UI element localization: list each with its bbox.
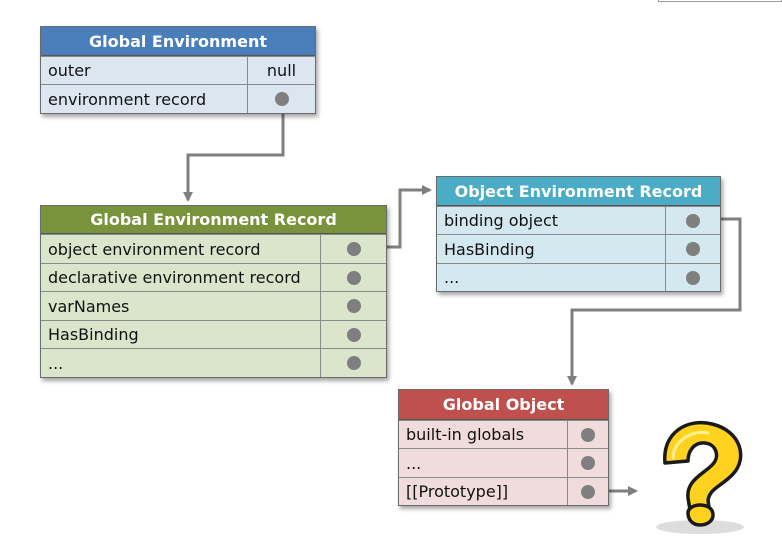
row-label: ... — [444, 268, 460, 287]
pointer-cell — [320, 264, 386, 291]
row-label: built-in globals — [406, 425, 525, 444]
row-label: HasBinding — [444, 239, 535, 259]
row-label: object environment record — [48, 239, 261, 259]
pointer-cell — [567, 449, 608, 477]
row-label: declarative environment record — [48, 268, 301, 287]
global-environment-record-table: Global Environment Record object environ… — [40, 205, 387, 378]
table-row: ... — [437, 263, 720, 291]
global-environment-table: Global Environment outer null environmen… — [40, 26, 316, 114]
row-label: HasBinding — [48, 325, 139, 344]
pointer-cell — [320, 321, 386, 348]
table-row: object environment record — [41, 234, 386, 263]
pointer-cell — [665, 207, 720, 234]
pointer-cell — [665, 235, 720, 263]
pointer-dot-icon — [581, 484, 595, 499]
row-label: ... — [406, 453, 422, 473]
connector-binding-to-global-object — [567, 217, 742, 386]
row-label: binding object — [444, 211, 559, 230]
pointer-cell — [567, 478, 608, 505]
table-row: environment record — [41, 84, 315, 113]
row-value: null — [247, 57, 315, 84]
table-row: HasBinding — [41, 320, 386, 348]
global-environment-record-title: Global Environment Record — [41, 206, 386, 234]
pointer-dot-icon — [686, 242, 700, 256]
pointer-dot-icon — [686, 213, 700, 228]
global-object-table: Global Object built-in globals ... [[Pro… — [398, 389, 609, 506]
row-label: outer — [48, 61, 91, 80]
pointer-dot-icon — [581, 456, 595, 470]
global-object-title: Global Object — [399, 390, 608, 420]
question-mark-icon — [656, 421, 744, 534]
pointer-dot-icon — [346, 270, 361, 285]
row-label: varNames — [48, 296, 130, 316]
table-row: built-in globals — [399, 420, 608, 448]
pointer-cell — [320, 349, 386, 377]
row-label: environment record — [48, 89, 207, 109]
pointer-dot-icon — [274, 92, 289, 106]
pointer-cell — [665, 264, 720, 291]
pointer-dot-icon — [346, 327, 361, 342]
table-row: binding object — [437, 206, 720, 234]
pointer-dot-icon — [346, 356, 361, 370]
pointer-cell — [320, 292, 386, 320]
pointer-dot-icon — [346, 299, 361, 313]
table-row: HasBinding — [437, 234, 720, 263]
pointer-dot-icon — [686, 270, 700, 285]
table-row: declarative environment record — [41, 263, 386, 291]
pointer-cell — [247, 85, 315, 113]
table-row: varNames — [41, 291, 386, 320]
global-environment-title: Global Environment — [41, 27, 315, 56]
table-row: ... — [41, 348, 386, 377]
pointer-dot-icon — [581, 427, 595, 442]
table-row: ... — [399, 448, 608, 477]
connector-env-to-record — [183, 100, 285, 202]
row-label: [[Prototype]] — [406, 482, 509, 501]
table-row: outer null — [41, 56, 315, 84]
table-row: [[Prototype]] — [399, 477, 608, 505]
object-environment-record-title: Object Environment Record — [437, 177, 720, 206]
row-label: ... — [48, 353, 64, 373]
object-environment-record-table: Object Environment Record binding object… — [436, 176, 721, 292]
pointer-cell — [567, 421, 608, 448]
pointer-dot-icon — [346, 242, 361, 256]
pointer-cell — [320, 235, 386, 263]
